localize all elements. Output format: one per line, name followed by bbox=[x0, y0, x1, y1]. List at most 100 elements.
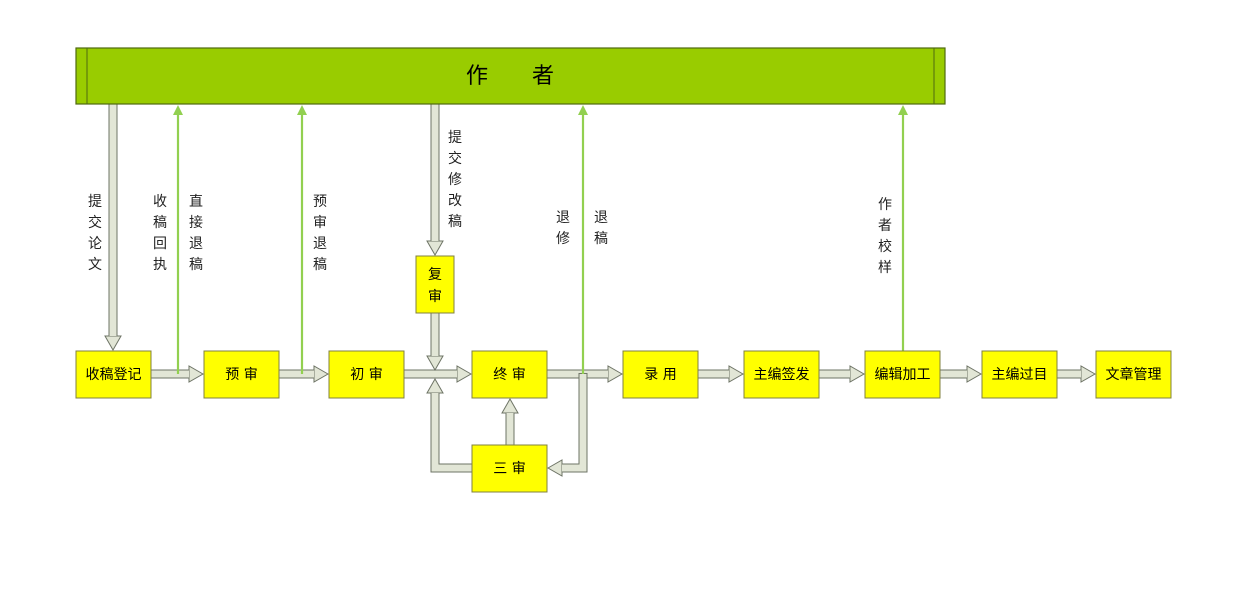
label-pre-reject-char: 预 bbox=[313, 194, 327, 210]
label-proofread: 作者校样作者校样 bbox=[878, 197, 892, 276]
node-chief-check[interactable]: 主编过目 bbox=[981, 350, 1058, 399]
node-third-review-box bbox=[471, 444, 548, 493]
label-receipt: 收稿回执收稿回执 bbox=[153, 194, 167, 273]
label-receipt-char: 回 bbox=[153, 236, 167, 252]
node-first-review[interactable]: 初 审 bbox=[328, 350, 405, 399]
arrow-sign-to-editing bbox=[818, 365, 866, 383]
node-chief-check-label: 主编过目 bbox=[992, 367, 1048, 383]
arrow-direct-reject bbox=[173, 105, 183, 374]
arrow-revise-reject bbox=[578, 105, 588, 374]
node-first-review-box bbox=[328, 350, 405, 399]
arrow-prereview-to-first bbox=[278, 365, 330, 383]
node-pre-review-box bbox=[203, 350, 280, 399]
node-chief-check-box bbox=[981, 350, 1058, 399]
arrow-accept-to-sign bbox=[697, 365, 745, 383]
node-accept-box bbox=[622, 350, 699, 399]
arrow-check-to-mgmt-head bbox=[1080, 365, 1097, 383]
node-register-box bbox=[75, 350, 152, 399]
label-submit-revision-char: 稿 bbox=[448, 214, 462, 230]
arrow-first-to-final-shaft bbox=[404, 370, 457, 378]
label-receipt-char: 收 bbox=[153, 194, 167, 210]
label-pre-reject-char: 审 bbox=[313, 215, 327, 231]
node-editing-box bbox=[864, 350, 941, 399]
node-third-review-label: 三 审 bbox=[493, 461, 525, 477]
label-submit-paper: 提交论文提交论文 bbox=[88, 194, 102, 273]
node-register[interactable]: 收稿登记 bbox=[75, 350, 152, 399]
node-first-review-label: 初 审 bbox=[350, 366, 382, 383]
arrow-final-to-third-shaft bbox=[579, 374, 587, 468]
arrow-first-to-final bbox=[403, 365, 473, 383]
node-pre-review-label: 预 审 bbox=[225, 367, 257, 383]
label-proofread-char: 作 bbox=[878, 197, 892, 213]
arrow-accept-to-sign-head bbox=[728, 365, 745, 383]
arrow-third-to-final-shaft bbox=[506, 413, 514, 445]
arrow-third-loop-to-first bbox=[426, 377, 473, 473]
label-pre-reject: 预审退稿预审退稿 bbox=[313, 194, 327, 273]
label-submit-paper-char: 文 bbox=[88, 257, 102, 273]
label-revise-char: 修 bbox=[556, 231, 570, 247]
arrow-re-review-down-head bbox=[426, 355, 444, 372]
node-re-review-box bbox=[415, 255, 455, 314]
arrow-register-to-prereview-shaft bbox=[151, 370, 189, 378]
label-reject-char: 退 bbox=[594, 210, 608, 226]
arrow-sign-to-editing-shaft bbox=[819, 370, 850, 378]
arrow-sign-to-editing-head bbox=[849, 365, 866, 383]
author-banner: 作 者 bbox=[75, 47, 946, 105]
arrow-final-to-third bbox=[546, 373, 588, 477]
arrow-third-to-final-head bbox=[501, 397, 519, 414]
label-proofread-char: 样 bbox=[878, 260, 892, 276]
node-third-review[interactable]: 三 审 bbox=[471, 444, 548, 493]
node-article-mgmt-label: 文章管理 bbox=[1106, 366, 1162, 383]
label-revise-char: 退 bbox=[556, 210, 570, 226]
node-final-review-label: 终 审 bbox=[493, 367, 525, 383]
arrow-layer bbox=[104, 103, 1097, 477]
arrow-submit-revision-shaft bbox=[431, 104, 439, 241]
label-submit-revision-char: 改 bbox=[448, 193, 462, 209]
node-article-mgmt[interactable]: 文章管理 bbox=[1095, 350, 1172, 399]
node-re-review[interactable]: 复 审 复审 bbox=[415, 255, 455, 314]
arrow-editing-to-check bbox=[939, 365, 983, 383]
label-submit-paper-char: 交 bbox=[88, 214, 102, 231]
arrow-third-loop-to-first-shaft bbox=[435, 464, 472, 472]
arrow-prereview-to-first-head bbox=[313, 365, 330, 383]
label-submit-revision: 提交修改稿提交修改稿 bbox=[448, 130, 462, 230]
node-pre-review[interactable]: 预 审 bbox=[203, 350, 280, 399]
arrow-final-to-third-head bbox=[546, 459, 563, 477]
node-editing[interactable]: 编辑加工 bbox=[864, 350, 941, 399]
arrow-prereview-to-first-shaft bbox=[279, 370, 314, 378]
node-chief-sign[interactable]: 主编签发 bbox=[743, 350, 820, 399]
label-submit-paper-char: 提 bbox=[88, 194, 102, 210]
label-direct-reject-char: 接 bbox=[189, 214, 203, 231]
arrow-accept-to-sign-shaft bbox=[698, 370, 729, 378]
arrow-pre-reject-head bbox=[297, 105, 307, 115]
node-re-review-label-char2: 审 bbox=[428, 289, 442, 305]
node-editing-label: 编辑加工 bbox=[875, 367, 931, 383]
label-receipt-char: 稿 bbox=[153, 215, 167, 231]
author-banner-label: 作 者 bbox=[466, 64, 554, 89]
arrow-submit-paper-shaft bbox=[109, 104, 117, 336]
process-nodes: 收稿登记 预 审 初 审 终 审 复 审 复审 三 审 录 用 bbox=[75, 255, 1172, 493]
node-final-review[interactable]: 终 审 bbox=[471, 350, 548, 399]
label-proofread-char: 者 bbox=[878, 218, 892, 234]
arrow-submit-revision bbox=[426, 103, 444, 257]
arrow-proofread-head bbox=[898, 105, 908, 115]
arrow-revise-reject-head bbox=[578, 105, 588, 115]
arrow-proofread bbox=[898, 105, 908, 351]
node-chief-sign-label: 主编签发 bbox=[754, 366, 810, 383]
node-re-review-label-char1: 复 bbox=[428, 266, 442, 283]
label-proofread-char: 校 bbox=[878, 238, 892, 255]
arrow-submit-paper-head bbox=[104, 335, 122, 352]
label-submit-paper-char: 论 bbox=[88, 236, 102, 252]
label-layer: 提交论文提交论文收稿回执收稿回执直接退稿直接退稿预审退稿预审退稿提交修改稿提交修… bbox=[88, 130, 892, 276]
label-direct-reject-char: 退 bbox=[189, 236, 203, 252]
arrow-third-loop-to-first-head bbox=[426, 377, 444, 394]
arrow-check-to-mgmt bbox=[1056, 365, 1097, 383]
arrow-submit-paper bbox=[104, 103, 122, 352]
label-pre-reject-char: 退 bbox=[313, 236, 327, 252]
node-accept[interactable]: 录 用 bbox=[622, 350, 699, 399]
node-register-label: 收稿登记 bbox=[86, 367, 142, 383]
label-submit-revision-char: 交 bbox=[448, 150, 462, 167]
label-direct-reject-char: 直 bbox=[189, 193, 203, 210]
arrow-editing-to-check-head bbox=[966, 365, 983, 383]
